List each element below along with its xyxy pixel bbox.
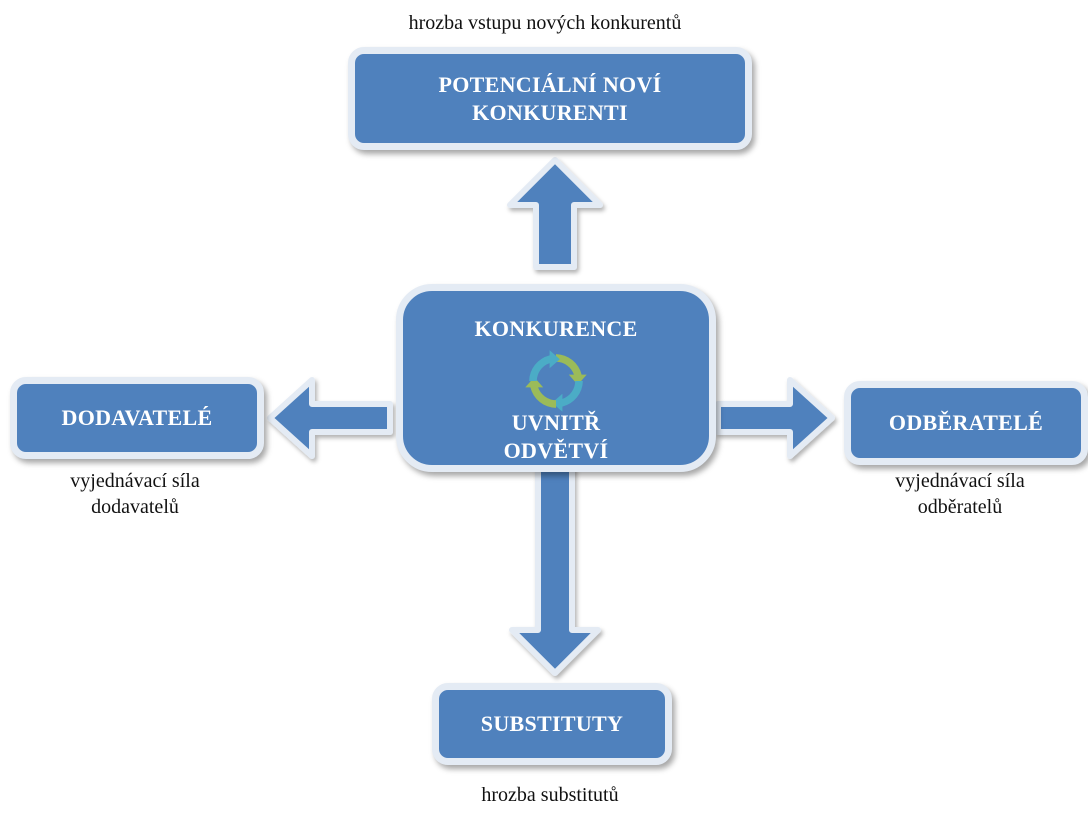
box-left-label: DODAVATELÉ xyxy=(61,405,213,430)
box-buyers: ODBĚRATELÉ xyxy=(844,381,1088,465)
box-potential-entrants: POTENCIÁLNÍ NOVÍ KONKURENTI xyxy=(348,47,752,150)
caption-left-line2: dodavatelů xyxy=(91,496,179,518)
box-center-line2: UVNITŘ xyxy=(511,410,601,435)
arrow-up xyxy=(507,157,603,270)
caption-right: vyjednávací síla odběratelů xyxy=(845,468,1075,520)
arrow-right xyxy=(715,377,835,459)
caption-right-line1: vyjednávací síla xyxy=(895,470,1025,492)
box-top-line2: KONKURENTI xyxy=(472,99,628,125)
box-suppliers: DODAVATELÉ xyxy=(10,377,264,459)
caption-left: vyjednávací síla dodavatelů xyxy=(20,468,250,520)
arrow-left xyxy=(267,377,393,459)
caption-right-line2: odběratelů xyxy=(917,496,1003,518)
box-right-label: ODBĚRATELÉ xyxy=(888,410,1044,435)
box-center-line3: ODVĚTVÍ xyxy=(503,438,609,463)
box-bottom-label: SUBSTITUTY xyxy=(480,711,624,736)
cycle-icon xyxy=(525,350,587,412)
box-substitutes: SUBSTITUTY xyxy=(432,683,672,765)
box-industry-rivalry: KONKURENCE UVNITŘ ODVĚTVÍ xyxy=(396,284,716,472)
caption-left-line1: vyjednávací síla xyxy=(70,470,200,492)
caption-bottom: hrozba substitutů xyxy=(481,784,619,806)
caption-top: hrozba vstupu nových konkurentů xyxy=(408,12,682,34)
box-center-line1: KONKURENCE xyxy=(474,316,638,341)
box-top-line1: POTENCIÁLNÍ NOVÍ xyxy=(438,71,662,97)
